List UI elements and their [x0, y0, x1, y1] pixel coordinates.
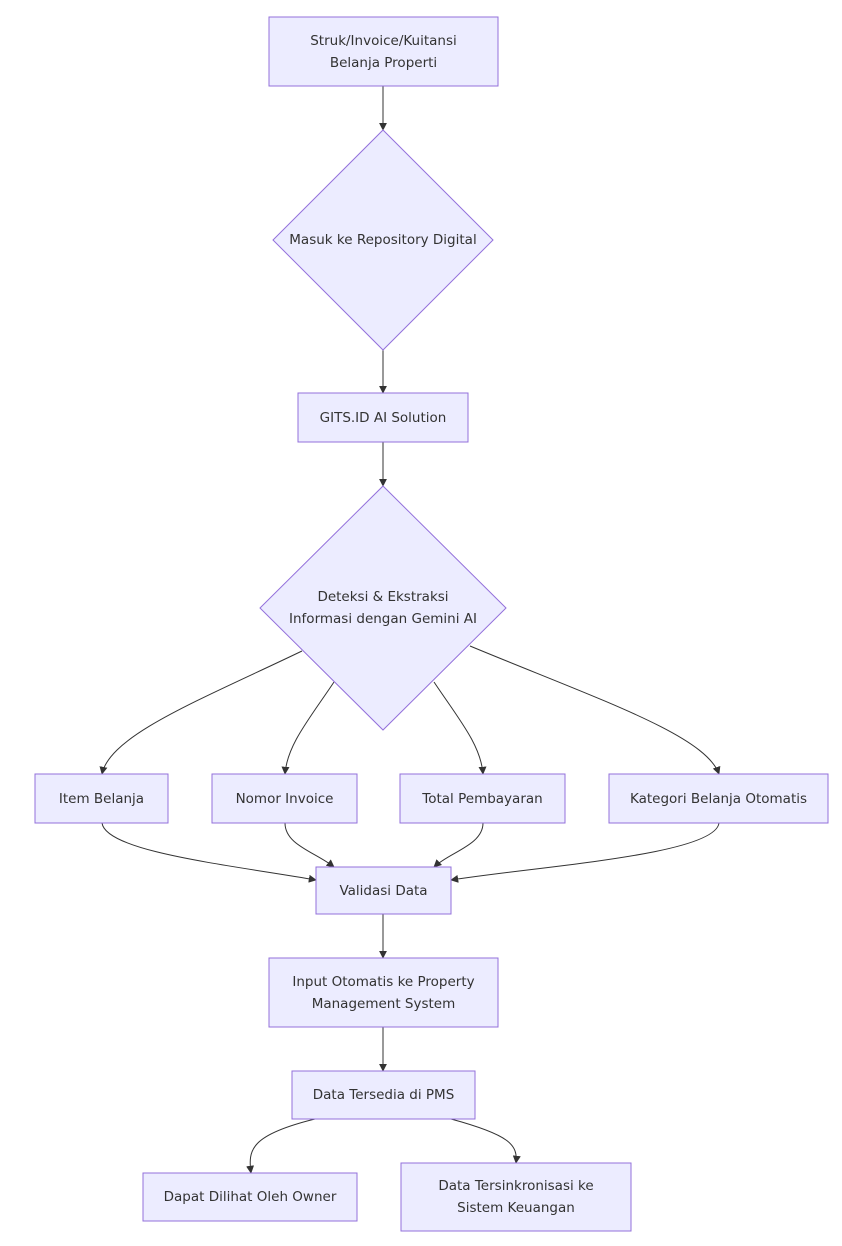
node-tersedia-label: Data Tersedia di PMS: [312, 1087, 455, 1103]
node-gits-shape: [297, 392, 469, 443]
node-sinkron-shape: [400, 1162, 632, 1232]
edge-deteksi-nomor: [281, 681, 335, 775]
edge-tersedia-owner: [246, 1118, 316, 1174]
edge-deteksi-kategori: [469, 645, 721, 775]
node-deteksi-shape: [259, 485, 507, 731]
node-total-shape: [399, 773, 566, 824]
node-nomor-shape: [211, 773, 358, 824]
node-validasi-label: Validasi Data: [339, 882, 428, 899]
node-struk-shape: [268, 16, 499, 87]
node-input-shape: [268, 957, 499, 1028]
node-struk-label: Struk/Invoice/Kuitansi Belanja Properti: [310, 32, 457, 71]
node-deteksi-label: Deteksi & Ekstraksi Informasi dengan Gem…: [289, 589, 477, 627]
node-total-label: Total Pembayaran: [422, 790, 543, 807]
edge-deteksi-item: [99, 650, 303, 775]
node-gits-label: GITS.ID AI Solution: [319, 409, 447, 426]
node-item-label: Item Belanja: [58, 790, 145, 807]
node-nomor-label: Nomor Invoice: [235, 790, 334, 807]
node-item-shape: [34, 773, 169, 824]
edge-total-validasi: [433, 822, 484, 868]
edge-tersedia-sinkron: [450, 1118, 521, 1164]
edge-deteksi-total: [433, 681, 487, 775]
node-owner-label: Dapat Dilihat Oleh Owner: [163, 1189, 337, 1205]
node-validasi-shape: [315, 866, 452, 915]
edge-kategori-validasi: [450, 822, 720, 883]
edge-item-validasi: [101, 822, 317, 883]
node-input-label: Input Otomatis ke Property Management Sy…: [292, 973, 475, 1012]
node-repository-label: Masuk ke Repository Digital: [289, 232, 477, 248]
node-sinkron-label: Data Tersinkronisasi ke Sistem Keuangan: [438, 1178, 594, 1216]
node-repository-shape: [272, 129, 494, 351]
node-kategori-shape: [608, 773, 829, 824]
node-kategori-label: Kategori Belanja Otomatis: [629, 790, 808, 807]
node-tersedia-shape: [291, 1070, 476, 1120]
edge-nomor-validasi: [284, 822, 335, 868]
node-owner-shape: [142, 1172, 358, 1222]
